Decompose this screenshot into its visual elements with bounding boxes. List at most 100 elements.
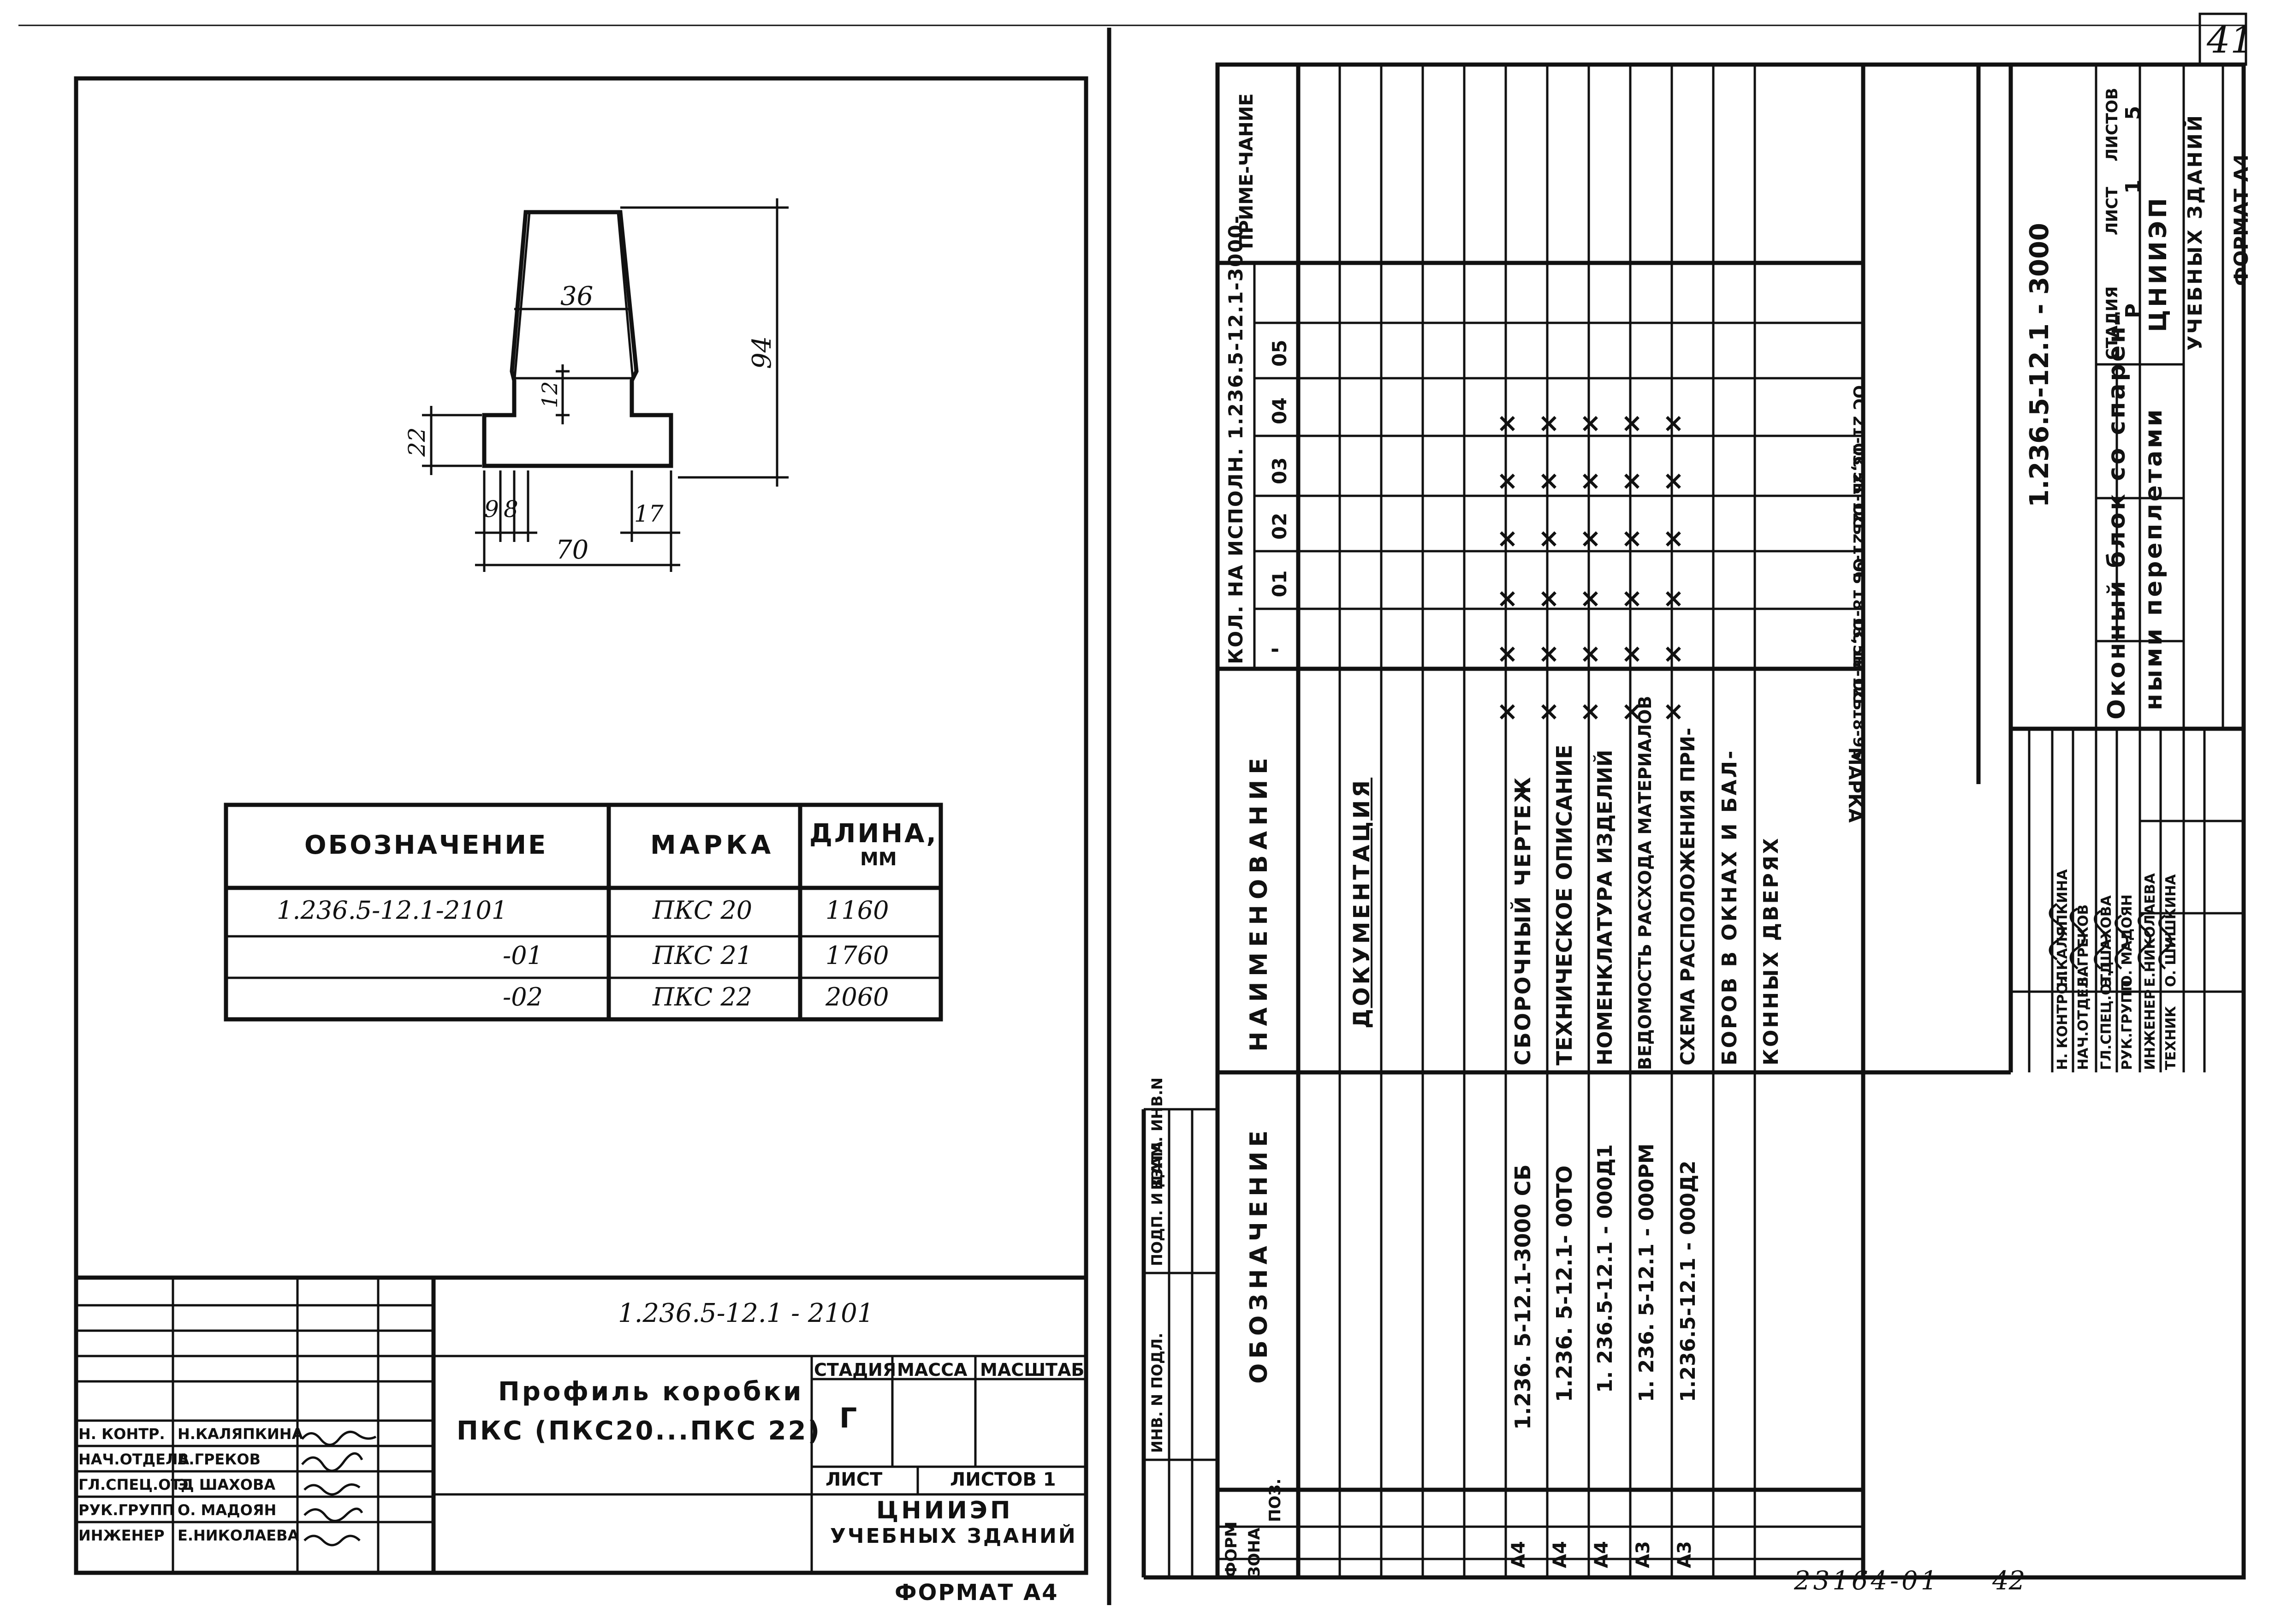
right-title-line2: ными переплетами (2140, 407, 2168, 710)
qty-mark-r3-c3: × (1580, 583, 1601, 613)
right-signer-name-2: В. ГРЕКОВ (2075, 904, 2091, 987)
qty-mark-r2-c4: × (1538, 523, 1560, 553)
left-org-2: УЧЕБНЫХ ЗДАНИЙ (830, 1524, 1077, 1548)
col-header-format: ФОРМ (1222, 1521, 1241, 1577)
row-7-name: КОННЫХ ДВЕРЯХ (1759, 836, 1783, 1065)
mark-6: ОС 21-13,5Б (1849, 385, 1868, 494)
footer-code: 23164-01 (1794, 1566, 1940, 1596)
right-format: ФОРМАТ А4 (2230, 153, 2252, 286)
row-1-format: А4 (1508, 1541, 1529, 1568)
left-signer-name-2: В.ГРЕКОВ (178, 1451, 261, 1468)
left-sheet-header: ЛИСТ (826, 1469, 883, 1490)
left-sheets-header: ЛИСТОВ 1 (950, 1469, 1056, 1490)
page-number: 41 (2207, 18, 2254, 61)
qty-mark-r4-c4: × (1621, 523, 1643, 553)
section-heading: ДОКУМЕНТАЦИЯ (1349, 777, 1375, 1029)
dim-step: 12 (537, 381, 562, 408)
spec-header-designation: ОБОЗНАЧЕНИЕ (304, 830, 548, 860)
qty-mark-r4-c3: × (1621, 583, 1643, 613)
variant-1: 01 (1268, 570, 1291, 597)
qty-mark-r5-c6: × (1663, 408, 1684, 438)
profile-outline (482, 210, 673, 468)
left-org-1: ЦНИИЭП (876, 1497, 1013, 1524)
row-2-designation: 1.236. 5-12.1- 00ТО (1552, 1165, 1577, 1402)
dim-top-width: 36 (560, 281, 594, 311)
dim-height: 94 (747, 336, 777, 369)
qty-mark-r1-c5: × (1497, 466, 1518, 496)
dim-8: 8 (504, 496, 518, 523)
right-signer-role-6: ТЕХНИК (2163, 1006, 2179, 1070)
right-title-code: 1.236.5-12.1 - 3000 (2025, 223, 2055, 507)
spec-row-3-length: 2060 (826, 982, 889, 1011)
qty-mark-r3-c6: × (1580, 408, 1601, 438)
col-header-designation: ОБОЗНАЧЕНИЕ (1245, 1126, 1273, 1384)
spec-header-unit: ММ (860, 849, 897, 870)
row-5-name: СХЕМА РАСПОЛОЖЕНИЯ ПРИ- (1676, 727, 1699, 1065)
left-title-line2: ПКС (ПКС20...ПКС 22) (457, 1416, 822, 1446)
left-mass-header: МАССА (897, 1360, 968, 1380)
left-signer-role-3: ГЛ.СПЕЦ.ОТД (78, 1476, 194, 1493)
variant-4: 04 (1268, 397, 1291, 424)
left-signer-role-1: Н. КОНТР. (78, 1425, 165, 1443)
left-stage-header: СТАДИЯ (814, 1360, 897, 1380)
col-header-qty: КОЛ. НА ИСПОЛН. 1.236.5-12.1-3000- (1224, 214, 1247, 664)
spec-grid (1218, 62, 2011, 1577)
right-org-2: УЧЕБНЫХ ЗДАНИЙ (2184, 113, 2206, 351)
col-header-note: ПРИМЕ-ЧАНИЕ (1236, 93, 1257, 249)
right-signer-name-3: Э. ШАХОВА (2098, 895, 2115, 987)
qty-mark-r4-c1: × (1621, 696, 1643, 726)
right-stage-value: Р (2121, 303, 2145, 318)
qty-mark-r3-c2: × (1580, 639, 1601, 669)
qty-mark-r3-c1: × (1580, 696, 1601, 726)
row-4-format: А3 (1633, 1541, 1654, 1568)
qty-mark-r5-c3: × (1663, 583, 1684, 613)
col-header-name: НАИМЕНОВАНИЕ (1245, 752, 1273, 1052)
dim-width: 70 (556, 535, 589, 565)
qty-mark-r2-c6: × (1538, 408, 1560, 438)
left-signer-role-4: РУК.ГРУПП (78, 1501, 175, 1519)
right-signer-role-4: РУК.ГРУПП (2119, 980, 2135, 1070)
left-signer-name-3: Э. ШАХОВА (178, 1476, 276, 1493)
qty-mark-r1-c3: × (1497, 583, 1518, 613)
right-title-line1: Оконный блок со спарен- (2103, 312, 2131, 720)
spec-row-2-designation: -01 (503, 941, 543, 970)
right-sheet-value: 1 (2121, 179, 2145, 194)
qty-mark-r1-c2: × (1497, 639, 1518, 669)
left-stage-value: Г (839, 1402, 857, 1434)
qty-mark-r1-c1: × (1497, 696, 1518, 726)
dim-17: 17 (634, 500, 664, 527)
spec-row-3-mark: ПКС 22 (653, 982, 753, 1011)
right-org-1: ЦНИИЭП (2144, 195, 2172, 332)
qty-mark-r2-c1: × (1538, 696, 1560, 726)
spec-row-1-designation: 1.236.5-12.1-2101 (277, 896, 508, 925)
right-sheets-header: ЛИСТОВ (2103, 88, 2121, 161)
spec-row-1-length: 1160 (826, 896, 889, 925)
qty-mark-r2-c2: × (1538, 639, 1560, 669)
left-signer-name-1: Н.КАЛЯПКИНА (178, 1425, 303, 1443)
side-label-swap: ВЗАМ. ИНВ.N (1148, 1077, 1166, 1190)
row-3-format: А4 (1591, 1541, 1612, 1568)
col-header-zone: ЗОНА (1245, 1528, 1264, 1577)
left-signer-role-2: НАЧ.ОТДЕЛА (78, 1451, 190, 1468)
right-sheets-value: 5 (2121, 106, 2145, 120)
qty-mark-r4-c6: × (1621, 408, 1643, 438)
spec-row-3-designation: -02 (503, 982, 543, 1011)
dim-lip: 22 (404, 427, 430, 457)
qty-mark-r5-c1: × (1663, 696, 1684, 726)
row-1-name: СБОРОЧНЫЙ ЧЕРТЕЖ (1510, 775, 1535, 1065)
left-signer-name-5: Е.НИКОЛАЕВА (178, 1527, 299, 1544)
variant-2: 02 (1268, 512, 1291, 540)
right-signer-role-5: ИНЖЕНЕР (2142, 989, 2158, 1070)
row-4-designation: 1. 236. 5-12.1 - 000РМ (1635, 1143, 1658, 1402)
right-signer-name-5: Е.НИКОЛАЕВА (2142, 873, 2158, 987)
qty-mark-r4-c5: × (1621, 466, 1643, 496)
col-header-pos: ПОЗ. (1266, 1478, 1284, 1522)
right-signer-name-4: О. МАДОЯН (2119, 894, 2135, 987)
row-4-name: ВЕДОМОСТЬ РАСХОДА МАТЕРИАЛОВ (1635, 696, 1655, 1070)
qty-mark-r3-c5: × (1580, 466, 1601, 496)
spec-header-mark: МАРКА (650, 830, 775, 860)
side-label-inv: ИНВ. N ПОДЛ. (1148, 1333, 1166, 1453)
left-scale-header: МАСШТАБ (980, 1360, 1085, 1380)
qty-mark-r5-c4: × (1663, 523, 1684, 553)
footer-page: 42 (1992, 1566, 2026, 1596)
